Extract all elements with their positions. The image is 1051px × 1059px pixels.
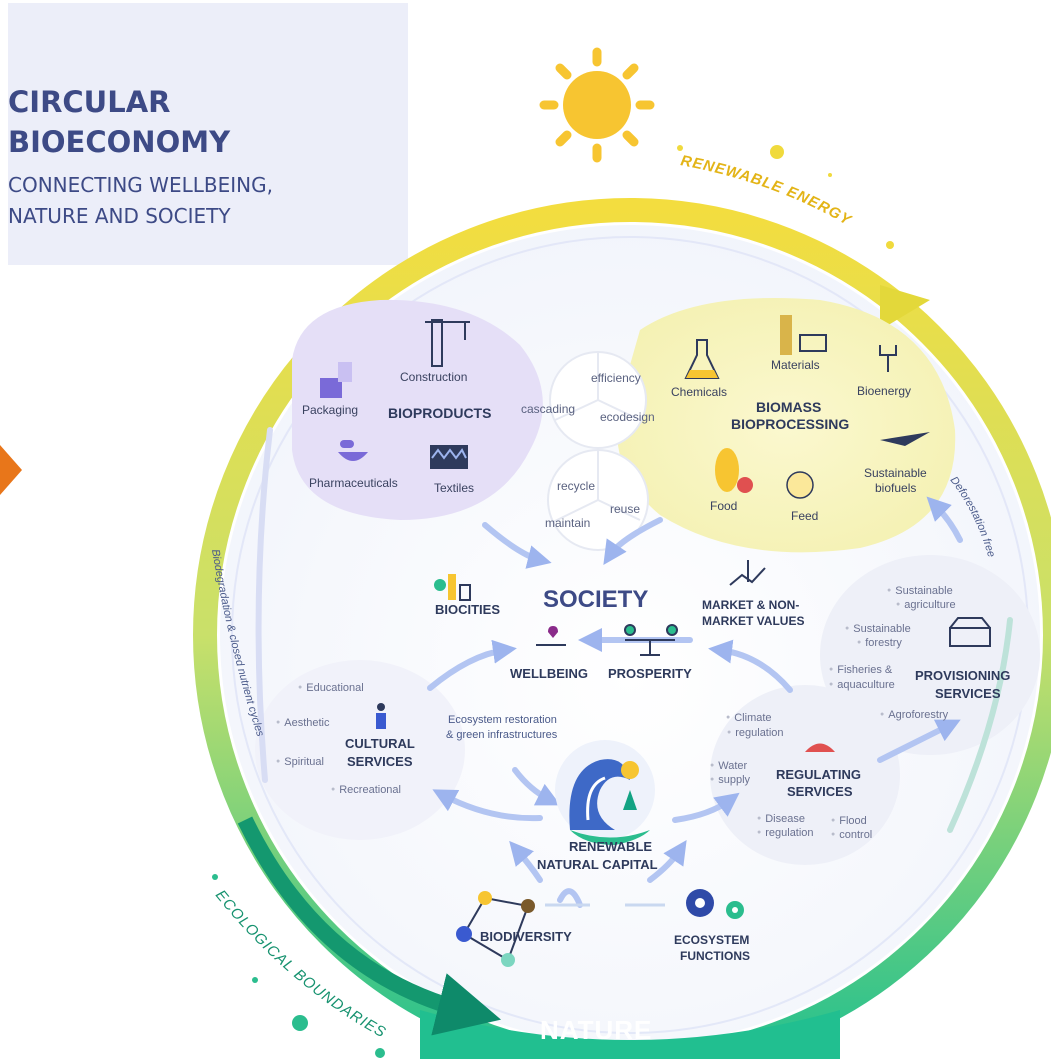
biodiversity-icon — [456, 891, 535, 967]
biomass-heading-1: BIOMASS — [756, 399, 822, 415]
bioproducts-heading: BIOPRODUCTS — [388, 405, 492, 421]
textile-icon — [430, 445, 468, 469]
market-values-label-2: MARKET VALUES — [702, 614, 805, 628]
sustainable-biofuels-label-1: Sustainable — [864, 466, 927, 480]
gears-icon — [686, 889, 744, 919]
feed-label: Feed — [791, 509, 819, 523]
sun-icon — [539, 47, 655, 163]
educational-label: Educational — [298, 682, 364, 694]
bioenergy-label: Bioenergy — [857, 384, 912, 398]
nature-label: NATURE — [540, 1015, 653, 1045]
orange-marker — [0, 445, 22, 495]
title-line-2: BIOECONOMY — [8, 125, 231, 159]
maintain-label: maintain — [545, 516, 591, 530]
sustainable-forestry-label-1: Sustainable — [845, 623, 911, 635]
ecosystem-functions-label-2: FUNCTIONS — [680, 949, 750, 963]
recreational-label: Recreational — [331, 784, 401, 796]
construction-label: Construction — [400, 370, 468, 384]
efficiency-label: efficiency — [591, 371, 641, 385]
provisioning-heading-2: SERVICES — [935, 686, 1001, 701]
prosperity-label: PROSPERITY — [608, 666, 692, 681]
agroforestry-label: Agroforestry — [880, 709, 948, 721]
restoration-label-2: & green infrastructures — [446, 729, 558, 741]
package-icon — [320, 362, 352, 398]
climate-label: Climate — [726, 712, 771, 724]
heart-hand-icon — [536, 626, 566, 646]
ecodesign-label: ecodesign — [600, 410, 655, 424]
wave-icon — [555, 740, 655, 845]
water-label: Water — [710, 760, 747, 772]
biodiversity-label: BIODIVERSITY — [480, 929, 572, 944]
nature-band — [420, 1010, 840, 1059]
aquaculture-label: aquaculture — [829, 679, 895, 691]
spiritual-label: Spiritual — [276, 756, 324, 768]
packaging-label: Packaging — [302, 403, 359, 417]
cascading-label: cascading — [521, 402, 576, 416]
climate-regulation-label: regulation — [727, 727, 783, 739]
wellbeing-label: WELLBEING — [510, 666, 588, 681]
textiles-label: Textiles — [434, 481, 475, 495]
regulating-heading-1: REGULATING — [776, 767, 861, 782]
regulating-heading-2: SERVICES — [787, 784, 853, 799]
person-icon — [376, 703, 386, 729]
flood-label: Flood — [831, 815, 867, 827]
flask-icon — [684, 339, 720, 379]
sustainable-biofuels-label-2: biofuels — [875, 481, 917, 495]
title-panel: CIRCULAR BIOECONOMY CONNECTING WELLBEING… — [8, 3, 408, 265]
title-line-1: CIRCULAR — [8, 85, 171, 119]
boundaries-arrow — [237, 816, 502, 1036]
provisioning-heading-1: PROVISIONING — [915, 668, 1011, 683]
sustainable-agriculture-label-1: Sustainable — [887, 585, 953, 597]
plane-icon — [880, 432, 930, 446]
subtitle-line-1: CONNECTING WELLBEING, — [8, 173, 273, 197]
hen-icon — [786, 471, 814, 499]
pharmaceuticals-label: Pharmaceuticals — [309, 476, 398, 490]
subtitle-line-2: NATURE AND SOCIETY — [8, 204, 231, 228]
cultural-blob — [255, 660, 465, 840]
restoration-label-1: Ecosystem restoration — [448, 714, 557, 726]
biomass-heading-2: BIOPROCESSING — [731, 416, 850, 432]
pharma-icon — [338, 440, 368, 461]
bioproducts-blob — [292, 299, 543, 520]
cultural-heading-1: CULTURAL — [345, 736, 415, 751]
biocities-label: BIOCITIES — [435, 602, 501, 617]
flood-control-label: control — [831, 829, 872, 841]
energy-arrowhead — [880, 285, 930, 330]
aesthetic-label: Aesthetic — [276, 717, 329, 729]
sprout-chart-icon — [729, 560, 766, 586]
society-heading: SOCIETY — [543, 586, 649, 613]
cultural-heading-2: SERVICES — [347, 754, 413, 769]
ecosystem-functions-label-1: ECOSYSTEM — [674, 933, 750, 947]
biomass-blob — [616, 298, 956, 553]
materials-label: Materials — [771, 358, 820, 372]
city-icon — [434, 574, 471, 601]
crane-icon — [425, 319, 470, 367]
sustainable-agriculture-label-2: agriculture — [896, 599, 955, 611]
water-supply-label: supply — [710, 774, 750, 786]
capital-label-1: RENEWABLE — [569, 839, 653, 854]
reuse-label: reuse — [610, 502, 641, 516]
recycle-label: recycle — [557, 479, 596, 493]
chemicals-label: Chemicals — [671, 385, 728, 399]
market-values-label-1: MARKET & NON- — [702, 598, 800, 612]
scale-icon — [624, 624, 678, 656]
provisioning-blob — [820, 555, 1040, 755]
disease-label: Disease — [757, 813, 805, 825]
food-label: Food — [710, 499, 738, 513]
corn-icon — [715, 448, 753, 493]
market-icon — [949, 617, 991, 647]
sustainable-forestry-label-2: forestry — [857, 637, 902, 649]
fisheries-label: Fisheries & — [829, 664, 892, 676]
capital-label-2: NATURAL CAPITAL — [537, 857, 658, 872]
outer-ring — [193, 198, 1051, 1059]
disease-regulation-label: regulation — [757, 827, 813, 839]
materials-icon — [780, 315, 827, 355]
gauge-icon — [805, 743, 835, 752]
plug-icon — [879, 345, 897, 372]
